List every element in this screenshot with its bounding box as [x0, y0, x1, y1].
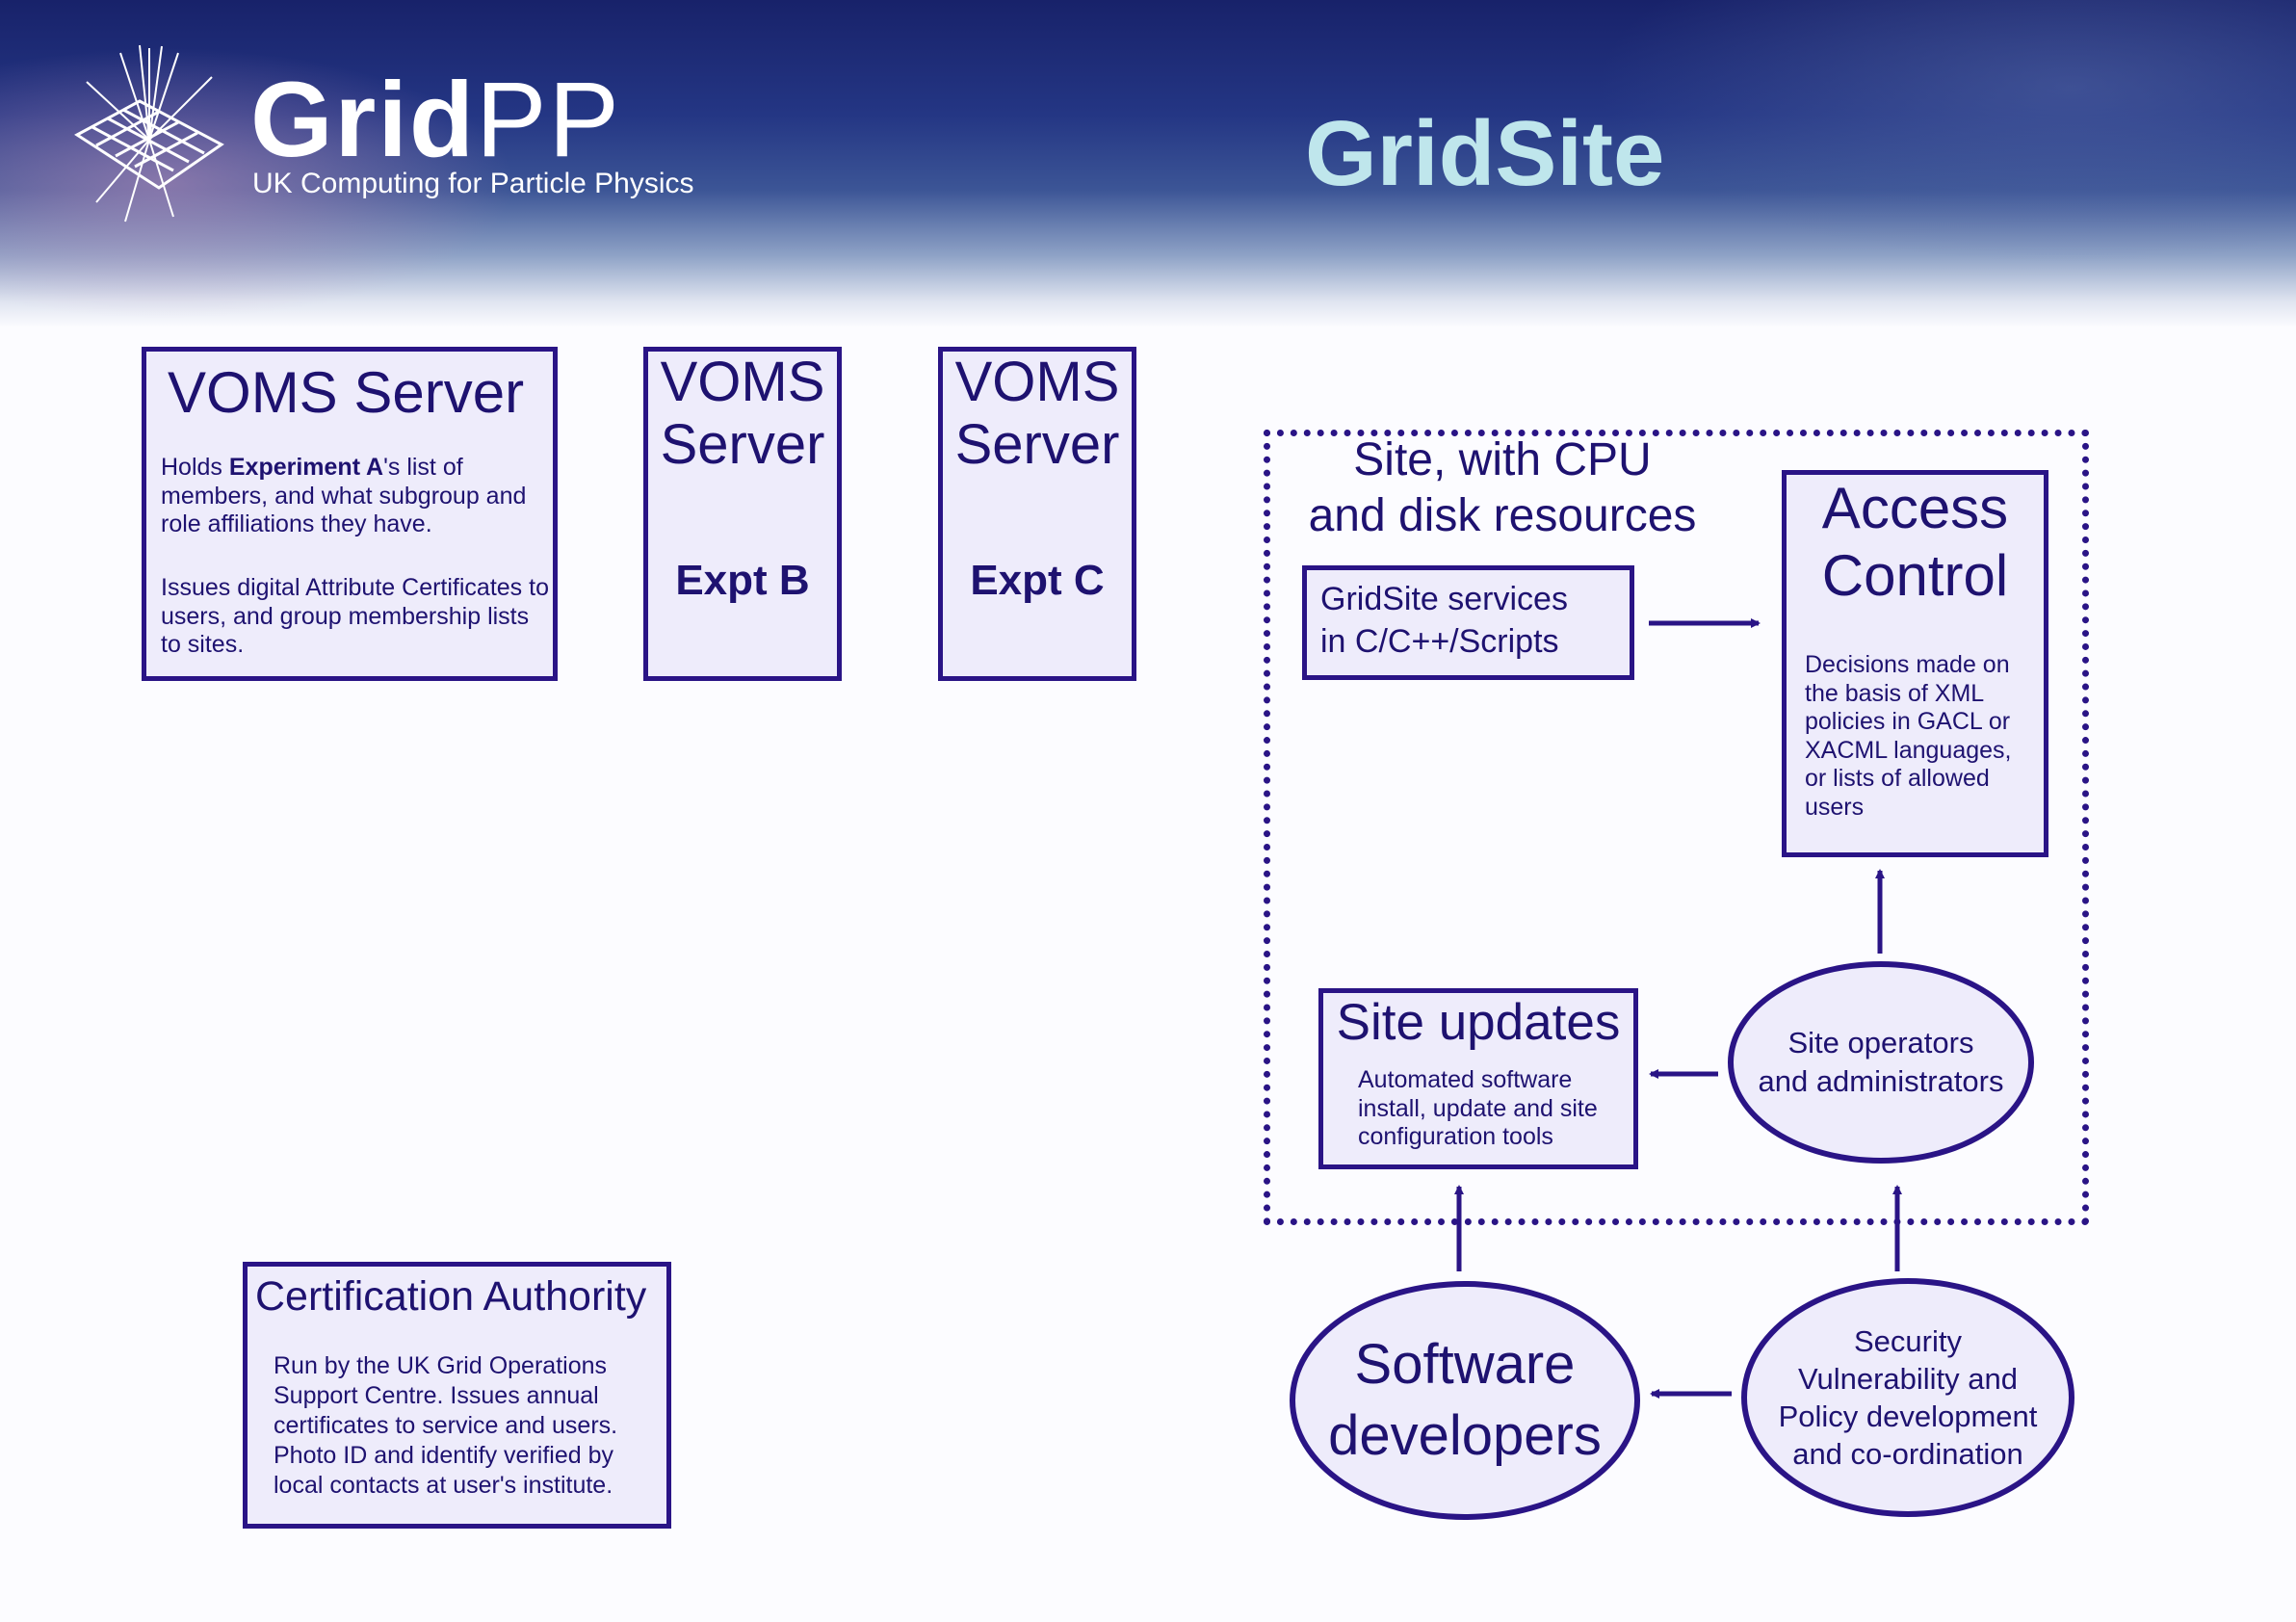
header-banner: GridPP UK Computing for Particle Physics… [0, 0, 2296, 327]
gridpp-logo-icon [74, 44, 224, 222]
site-updates-box: Site updates Automated software install,… [1318, 988, 1638, 1169]
voms-server-a-box: VOMS Server Holds Experiment A's list of… [142, 347, 558, 681]
software-developers-line1: Software [1354, 1332, 1576, 1396]
access-control-title-line1: Access [1821, 476, 2009, 540]
logo-wordmark: GridPP [250, 61, 621, 179]
software-developers-ellipse: Software developers [1290, 1281, 1640, 1520]
logo-subtitle: UK Computing for Particle Physics [252, 168, 694, 199]
access-control-title-line2: Control [1821, 543, 2009, 608]
access-control-box: Access Control Decisions made on the bas… [1782, 470, 2048, 857]
security-ellipse: Security Vulnerability and Policy develo… [1741, 1278, 2074, 1517]
access-control-desc: Decisions made on the basis of XML polic… [1805, 651, 2012, 821]
site-updates-title: Site updates [1336, 994, 1621, 1051]
certification-authority-desc: Run by the UK Grid Operations Support Ce… [274, 1352, 618, 1499]
gridsite-services-box: GridSite services in C/C++/Scripts [1302, 565, 1634, 680]
security-line3: Policy development [1778, 1400, 2038, 1433]
security-line1: Security [1854, 1323, 1962, 1358]
site-updates-desc: Automated software install, update and s… [1358, 1066, 1598, 1150]
voms-server-a-desc-2: Issues digital Attribute Certificates to… [161, 574, 549, 658]
gridsite-services-line1: GridSite services [1320, 581, 1568, 617]
site-operators-line2: and administrators [1758, 1064, 2004, 1098]
voms-server-c-title-line1: VOMS [954, 351, 1120, 413]
software-developers-line2: developers [1328, 1404, 1602, 1467]
certification-authority-title: Certification Authority [255, 1273, 647, 1320]
site-label-line1: Site, with CPU [1353, 434, 1652, 485]
page-title: GridSite [1305, 102, 1665, 205]
site-boundary [1264, 430, 2089, 1225]
voms-server-c-box: VOMS Server Expt C [938, 347, 1136, 681]
voms-server-a-title: VOMS Server [168, 360, 525, 425]
gridsite-services-line2: in C/C++/Scripts [1320, 623, 1559, 660]
site-operators-ellipse: Site operators and administrators [1728, 961, 2034, 1164]
voms-server-b-expt: Expt B [675, 557, 810, 604]
voms-server-b-box: VOMS Server Expt B [643, 347, 842, 681]
voms-server-b-title-line1: VOMS [660, 351, 825, 413]
voms-server-b-title-line2: Server [660, 413, 825, 476]
voms-server-c-expt: Expt C [970, 557, 1105, 604]
site-operators-line1: Site operators [1787, 1026, 1974, 1060]
voms-server-c-title-line2: Server [954, 413, 1120, 476]
certification-authority-box: Certification Authority Run by the UK Gr… [243, 1262, 671, 1529]
site-label-line2: and disk resources [1308, 490, 1697, 541]
security-line4: and co-ordination [1792, 1437, 2023, 1472]
voms-server-a-desc-1: Holds Experiment A's list of members, an… [161, 454, 527, 537]
security-line2: Vulnerability and [1797, 1361, 2019, 1396]
